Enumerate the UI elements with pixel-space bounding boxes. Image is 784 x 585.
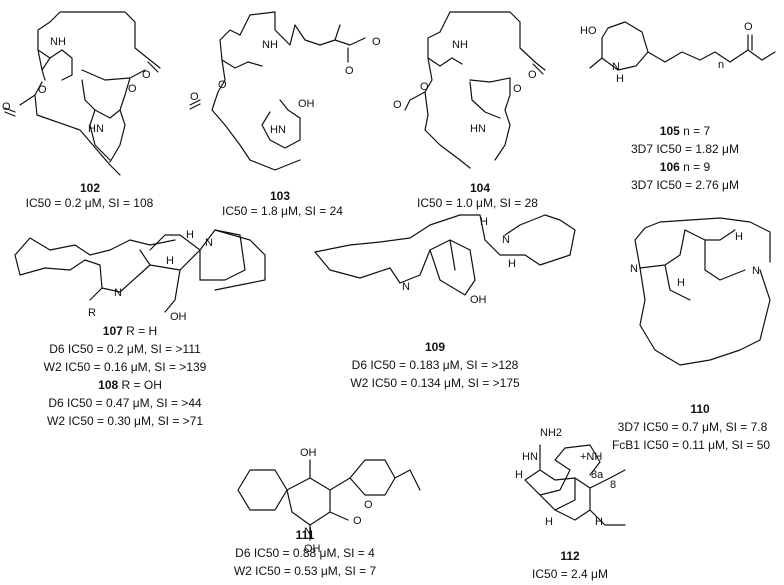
compound-108-label: 108 R = OH — [98, 378, 162, 392]
atom-h-109a: H — [480, 216, 488, 228]
atom-o-111a: O — [353, 515, 362, 527]
atom-o-103c: O — [218, 79, 227, 91]
atom-nh-104a: NH — [452, 39, 468, 51]
atom-h-110a: H — [735, 231, 743, 243]
compound-107-activity-d6: D6 IC50 = 0.2 μM, SI = >111 — [49, 342, 201, 356]
compound-105-label: 105 n = 7 — [659, 124, 711, 138]
compound-110-activity-3d7: 3D7 IC50 = 0.7 μM, SI = 7.8 — [617, 420, 768, 434]
atom-o-103b: O — [345, 65, 354, 77]
atom-oh-109: OH — [470, 294, 487, 306]
atom-h-107a: H — [186, 229, 194, 241]
atom-h-110b: H — [677, 277, 685, 289]
compound-108-activity-w2: W2 IC50 = 0.30 μM, SI = >71 — [47, 414, 203, 428]
structure-104 — [404, 11, 546, 169]
atom-o-105: O — [744, 21, 753, 33]
atom-n-109a: N — [402, 281, 410, 293]
compound-102-number: 102 — [79, 181, 101, 195]
atom-n-105: N — [612, 61, 620, 73]
atom-h-109b: H — [508, 258, 516, 270]
atom-oh-103: OH — [298, 98, 315, 110]
structure-107-108 — [14, 229, 266, 313]
compound-109-number: 109 — [424, 340, 446, 354]
atom-o-104d: O — [393, 99, 402, 111]
atom-h-112c: H — [595, 516, 603, 528]
atom-oh-107: OH — [170, 311, 187, 323]
compound-109-activity-d6: D6 IC50 = 0.183 μM, SI = >128 — [351, 358, 519, 372]
atom-hn-112: HN — [522, 451, 538, 463]
compound-104-number: 104 — [469, 181, 491, 195]
compound-102-activity: IC50 = 0.2 μM, SI = 108 — [25, 196, 154, 210]
atom-oh-111: OH — [300, 447, 317, 459]
structure-110 — [634, 217, 771, 366]
compound-103-activity: IC50 = 1.8 μM, SI = 24 — [222, 204, 343, 218]
atom-o-103a: O — [372, 36, 381, 48]
compound-105-activity: 3D7 IC50 = 1.82 μM — [631, 142, 739, 156]
compound-107-activity-w2: W2 IC50 = 0.16 μM, SI = >139 — [43, 360, 207, 374]
compound-110-activity-fcb1: FcB1 IC50 = 0.11 μM, SI = 50 — [611, 438, 771, 452]
structure-112 — [524, 444, 626, 526]
atom-r-107: R — [88, 307, 96, 319]
compound-109-activity-w2: W2 IC50 = 0.134 μM, SI = >175 — [350, 376, 520, 390]
atom-hn-102b: HN — [88, 123, 104, 135]
atom-n-111: N — [304, 526, 312, 538]
atom-o-104c: O — [420, 81, 429, 93]
atom-plus-nh-112: +NH — [580, 451, 602, 463]
compound-107-label: 107 R = H — [102, 324, 158, 338]
compound-108-activity-d6: D6 IC50 = 0.47 μM, SI = >44 — [48, 396, 202, 410]
atom-subscript-n: n — [718, 59, 724, 71]
atom-o-111b: O — [364, 499, 373, 511]
atom-nh-103a: NH — [262, 39, 278, 51]
compound-103-number: 103 — [269, 189, 291, 203]
compound-106-activity: 3D7 IC50 = 2.76 μM — [631, 178, 739, 192]
structure-105-106 — [589, 21, 776, 71]
atom-h-107b: H — [166, 255, 174, 267]
atom-n-107b: N — [205, 237, 213, 249]
atom-n-107a: N — [114, 287, 122, 299]
compound-112-number: 112 — [560, 549, 580, 563]
atom-h-112a: H — [515, 469, 523, 481]
compound-110-number: 110 — [690, 402, 710, 416]
compound-106-label: 106 n = 9 — [659, 160, 711, 174]
atom-o-102b: O — [142, 69, 151, 81]
atom-o-104b: O — [528, 69, 537, 81]
structure-109 — [314, 214, 576, 296]
atom-n-109b: N — [502, 234, 510, 246]
compound-112-activity: IC50 = 2.4 μM — [532, 567, 608, 581]
atom-8a-112: 8a — [591, 469, 604, 481]
structure-102 — [4, 11, 161, 176]
structure-103 — [189, 11, 366, 171]
atom-nh2-112: NH2 — [540, 427, 562, 439]
atom-nh-102a: NH — [50, 36, 66, 48]
compound-111-activity-w2: W2 IC50 = 0.53 μM, SI = 7 — [233, 564, 377, 578]
atom-8-112: 8 — [610, 479, 616, 491]
atom-hn-104b: HN — [470, 123, 486, 135]
atom-o-102d: O — [2, 101, 11, 113]
atom-h-112b: H — [545, 516, 553, 528]
atom-hn-103b: HN — [270, 124, 286, 136]
atom-h-105: H — [616, 73, 624, 85]
compound-111-activity-d6: D6 IC50 = 0.88 μM, SI = 4 — [235, 546, 375, 560]
atom-n-110b: N — [752, 265, 760, 277]
atom-n-110a: N — [630, 263, 638, 275]
atom-ho-105: HO — [580, 25, 597, 37]
atom-o-102c: O — [38, 84, 47, 96]
atom-o-102a: O — [128, 83, 137, 95]
atom-o-104a: O — [513, 83, 522, 95]
compound-111-number: 111 — [295, 528, 315, 542]
compound-104-activity: IC50 = 1.0 μM, SI = 28 — [417, 196, 538, 210]
structure-111 — [237, 459, 421, 541]
atom-o-103d: O — [190, 91, 199, 103]
atom-oh-111b: OH — [304, 543, 321, 555]
